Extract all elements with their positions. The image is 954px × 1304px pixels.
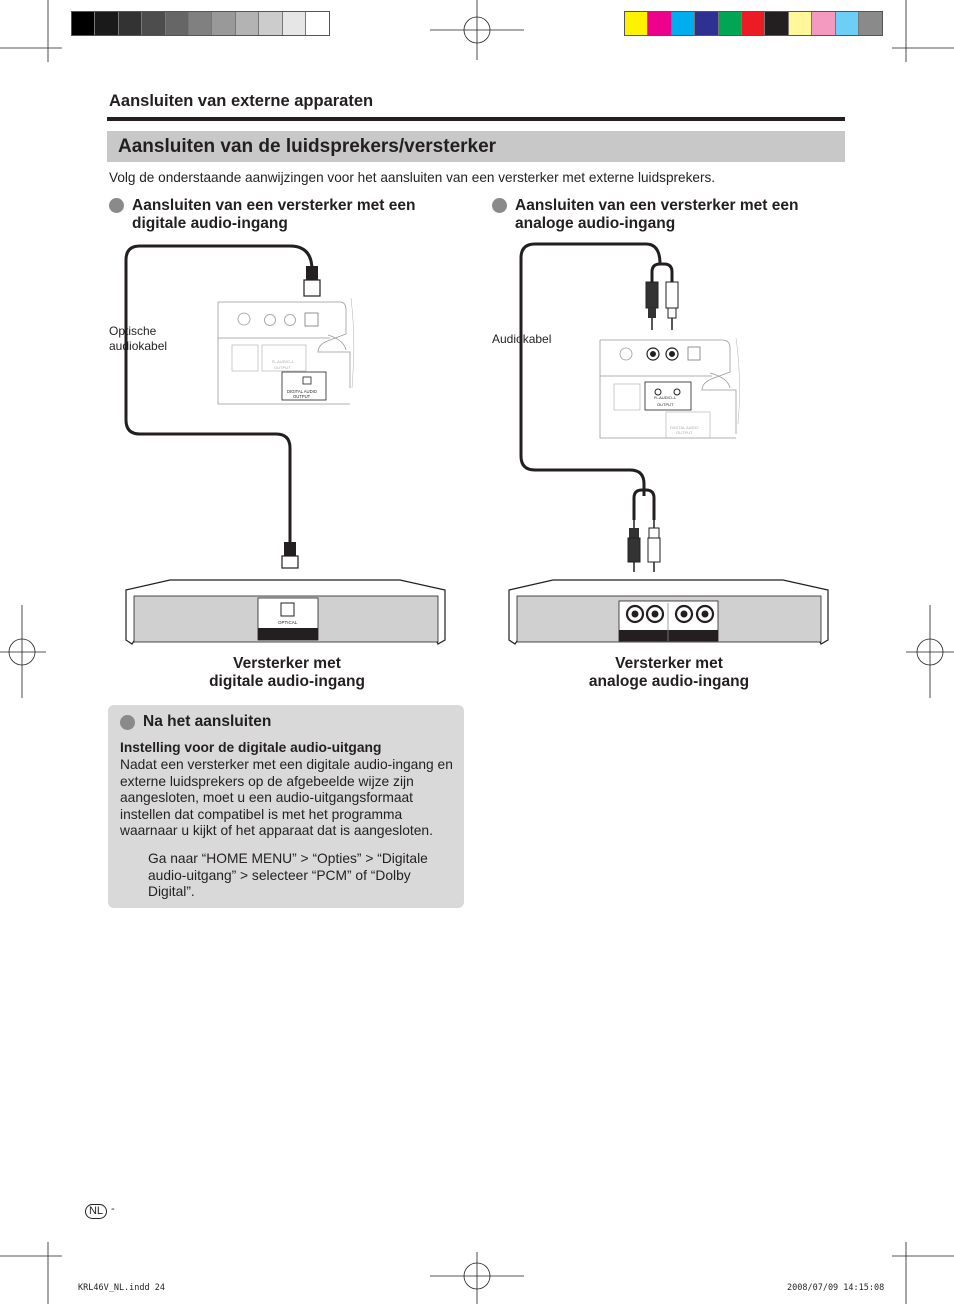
color-swatch <box>72 12 96 35</box>
color-swatch <box>835 12 859 35</box>
color-swatch <box>625 12 649 35</box>
color-swatch <box>788 12 813 35</box>
digital-amp-label-line2: digitale audio-ingang <box>209 673 365 690</box>
color-swatch <box>671 12 696 35</box>
analog-amplifier-label: Versterker met analoge audio-ingang <box>569 655 769 691</box>
digital-amplifier-label: Versterker met digitale audio-ingang <box>187 655 387 691</box>
analog-amp-label-line1: Versterker met <box>615 655 723 672</box>
color-swatch <box>858 12 883 35</box>
color-swatch <box>305 12 330 35</box>
tv-rca-label: R–AUDIO–L <box>272 359 295 364</box>
tv-analog-rca-label: R–AUDIO–L <box>654 395 677 400</box>
page-number: - <box>111 1203 115 1215</box>
title-band: Aansluiten van de luidsprekers/versterke… <box>107 131 845 162</box>
color-swatch <box>648 12 672 35</box>
color-swatch <box>95 12 119 35</box>
language-badge: NL <box>85 1204 107 1219</box>
audio-cable-label: Audiokabel <box>492 332 552 346</box>
color-swatch <box>282 12 306 35</box>
amp-optical-label: OPTICAL <box>278 620 298 625</box>
date-slug: 2008/07/09 14:15:08 <box>787 1283 885 1293</box>
tv-digital-port-output: OUTPUT <box>293 394 311 399</box>
digital-heading-line1: Aansluiten van een versterker met een <box>132 197 416 214</box>
bullet-icon <box>109 198 124 213</box>
color-swatch <box>741 12 766 35</box>
page-title: Aansluiten van de luidsprekers/versterke… <box>118 136 497 157</box>
tv-analog-digital-label: DIGITAL AUDIO <box>670 425 699 430</box>
file-slug: KRL46V_NL.indd 24 <box>78 1283 165 1293</box>
color-swatch <box>812 12 836 35</box>
digital-amp-label-line1: Versterker met <box>233 655 341 672</box>
note-subtitle: Instelling voor de digitale audio-uitgan… <box>120 740 382 755</box>
note-instruction: Ga naar “HOME MENU” > “Opties” > “Digita… <box>148 851 428 900</box>
note-title: Na het aansluiten <box>143 713 272 730</box>
color-swatch <box>118 12 143 35</box>
color-swatch <box>259 12 283 35</box>
analog-heading-line2: analoge audio-ingang <box>515 215 676 232</box>
intro-text: Volg de onderstaande aanwijzingen voor h… <box>109 170 716 185</box>
color-swatch <box>695 12 719 35</box>
process-color-bar <box>624 11 884 36</box>
color-swatch <box>142 12 166 35</box>
color-swatch <box>212 12 236 35</box>
bullet-icon <box>120 715 135 730</box>
color-swatch <box>718 12 742 35</box>
note-box: Na het aansluiten Instelling voor de dig… <box>108 705 464 908</box>
section-rule <box>107 117 845 121</box>
analog-heading-line1: Aansluiten van een versterker met een <box>515 197 799 214</box>
analog-amp-label-line2: analoge audio-ingang <box>588 673 750 690</box>
tv-digital-port-label: DIGITAL AUDIO <box>287 389 318 394</box>
tv-rca-output: OUTPUT <box>274 365 291 370</box>
note-body: Nadat een versterker met een digitale au… <box>120 757 453 839</box>
optical-cable-label-line1: Optische <box>109 324 157 338</box>
optical-cable-label-line2: audiokabel <box>109 339 168 353</box>
digital-heading-line2: digitale audio-ingang <box>132 215 288 232</box>
digital-heading: Aansluiten van een versterker met een di… <box>132 197 415 233</box>
gray-color-bar <box>71 11 331 36</box>
tv-analog-rca-output: OUTPUT <box>657 402 674 407</box>
bullet-icon <box>492 198 507 213</box>
tv-analog-digital-output: OUTPUT <box>676 430 693 435</box>
analog-heading: Aansluiten van een versterker met een an… <box>515 197 798 233</box>
color-swatch <box>765 12 789 35</box>
optical-cable-label: Optische audiokabel <box>109 324 167 354</box>
color-swatch <box>165 12 189 35</box>
section-title: Aansluiten van externe apparaten <box>109 92 374 110</box>
color-swatch <box>235 12 260 35</box>
color-swatch <box>188 12 213 35</box>
